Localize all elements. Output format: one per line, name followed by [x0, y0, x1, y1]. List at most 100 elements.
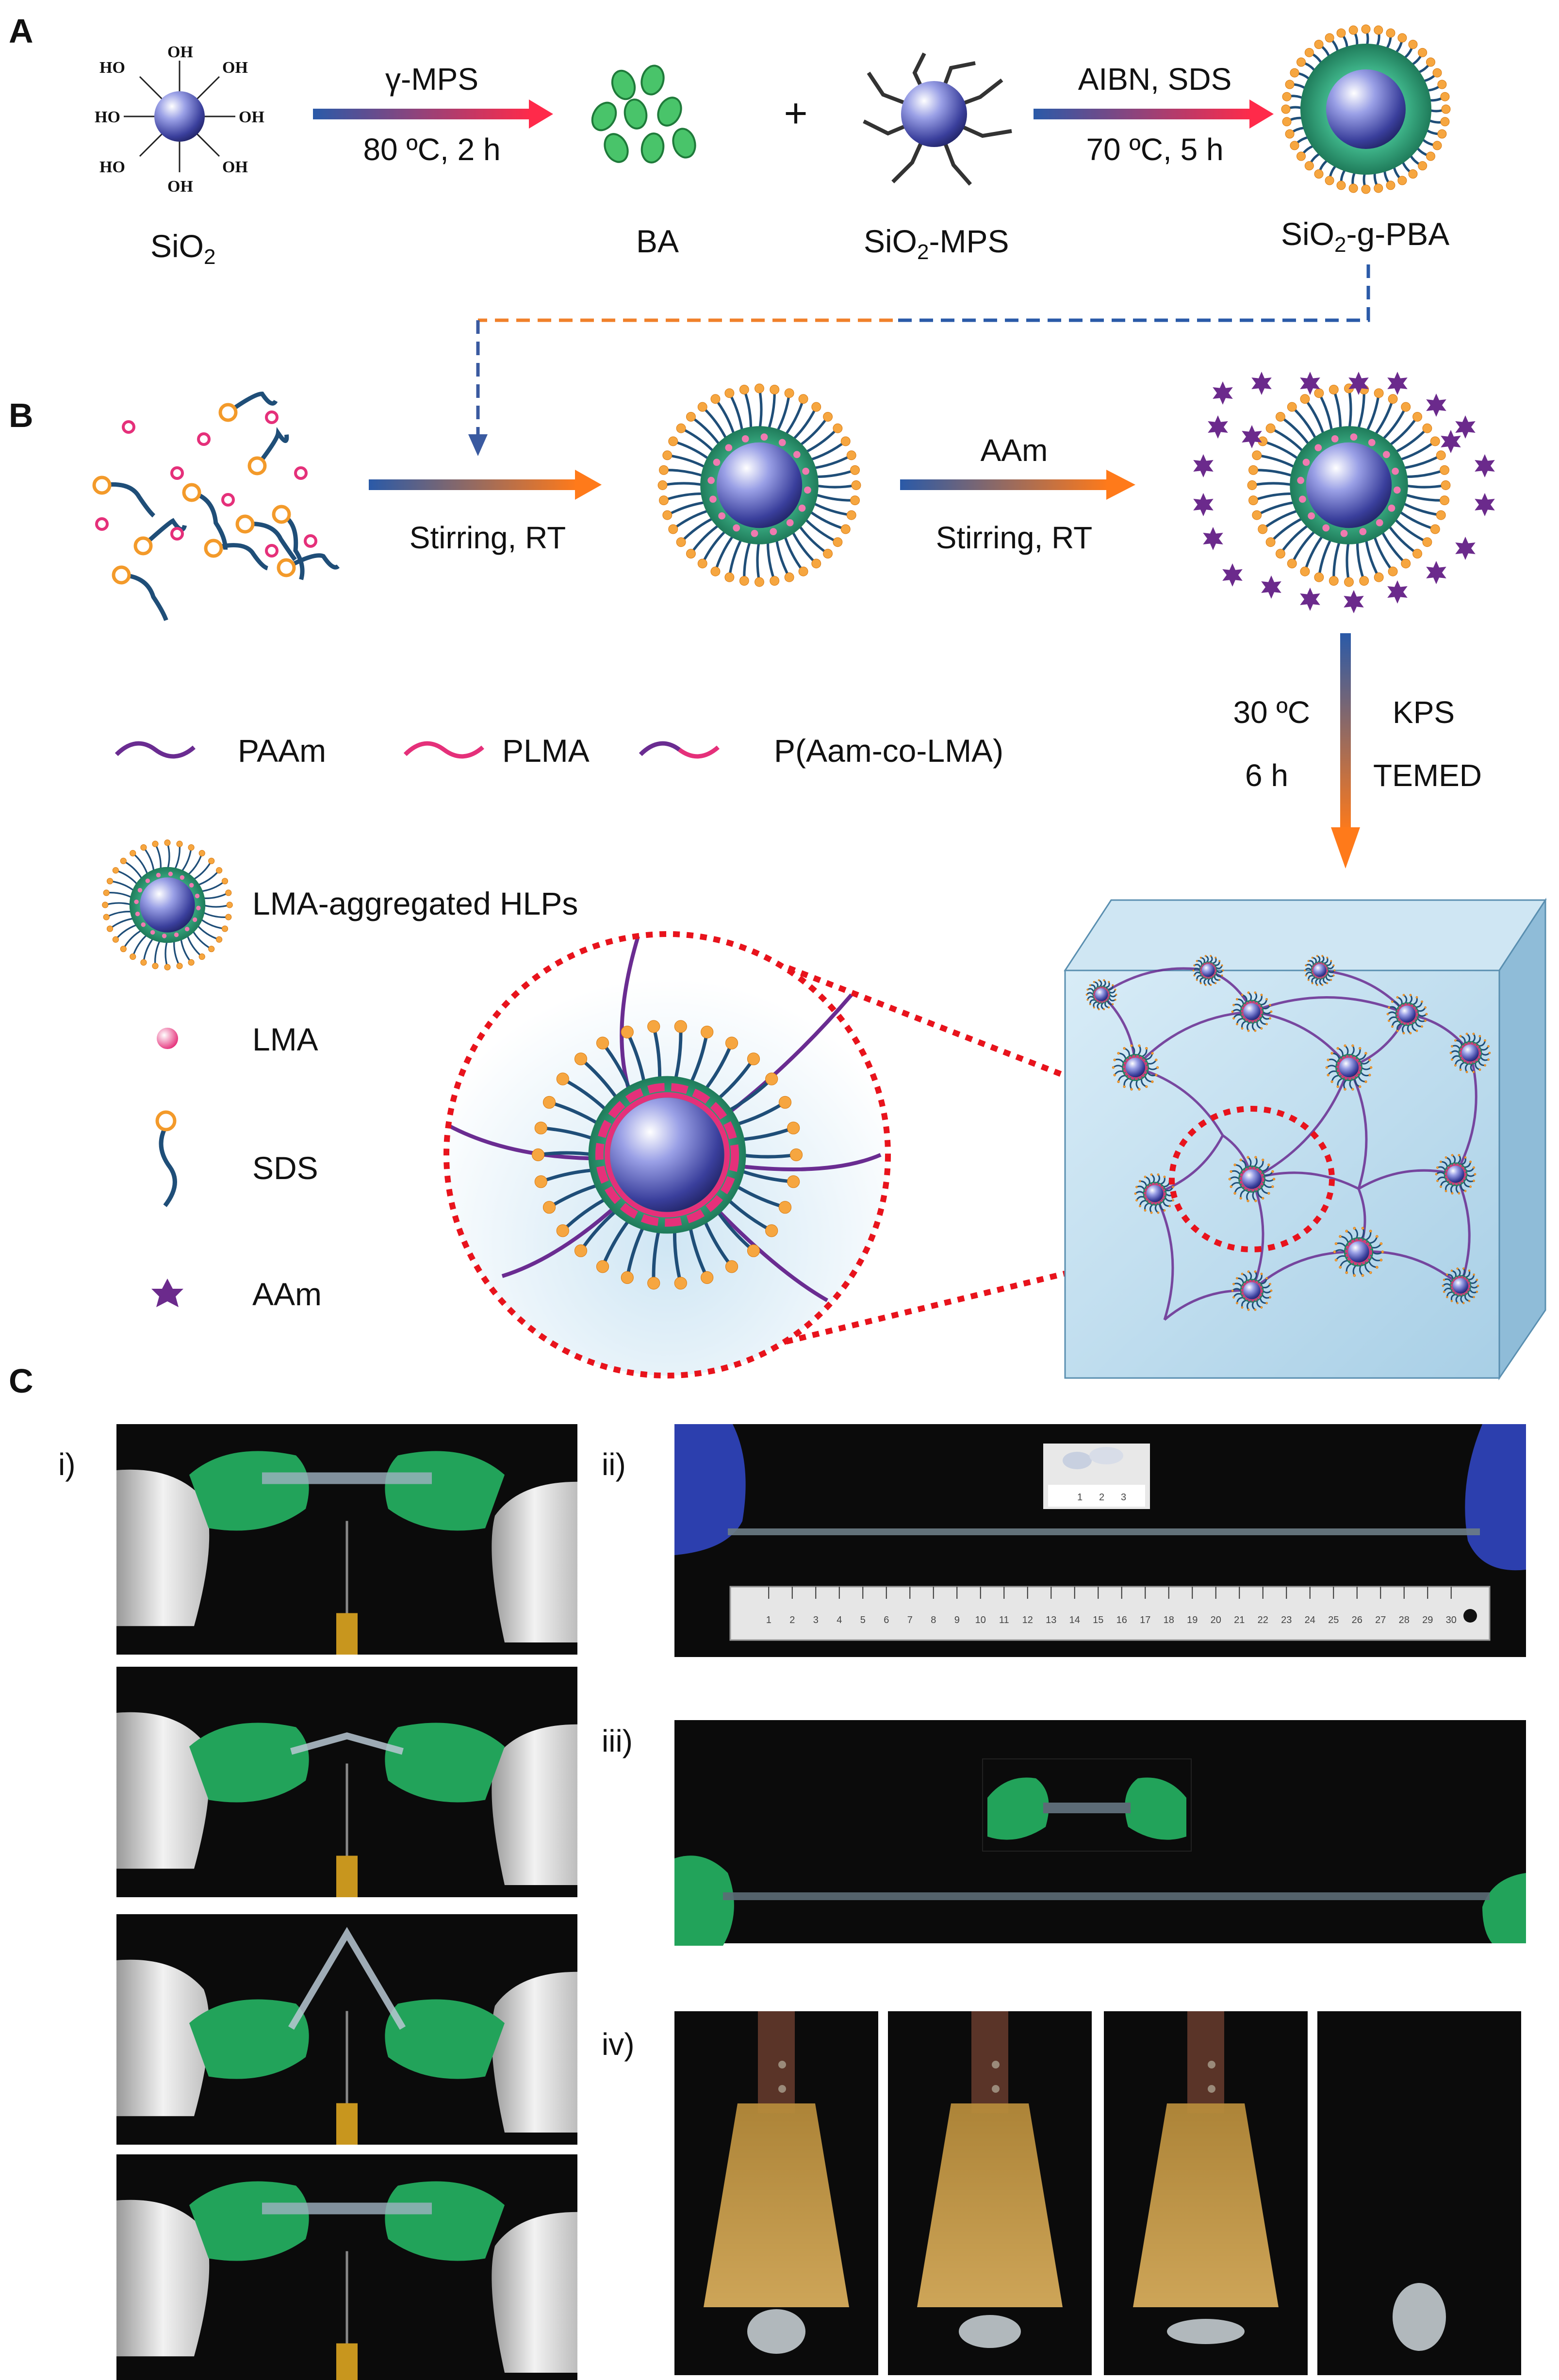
ruler-tick-label: 30 — [1446, 1615, 1457, 1625]
lma-monomer — [294, 466, 308, 480]
adhesion-photo-sequence — [674, 2011, 1521, 2375]
aam-monomer — [1475, 454, 1495, 477]
hlp-particle — [1112, 1044, 1159, 1091]
lma-monomer — [170, 466, 184, 480]
ruler-tick-label: 29 — [1422, 1615, 1433, 1625]
ba-monomer-droplets — [591, 65, 696, 164]
ruler-tick-label: 26 — [1352, 1615, 1362, 1625]
small-ruler-tick: 1 — [1077, 1492, 1083, 1503]
hlp-particle — [657, 383, 861, 587]
oh-label: OH — [167, 178, 193, 196]
arrow-graft-polymerization — [1034, 99, 1274, 129]
arrow-b2-reagent: AAm — [981, 433, 1048, 468]
polymer-chain — [1135, 1066, 1224, 1136]
aam-monomer — [1455, 537, 1476, 560]
ruler-tick-label: 4 — [837, 1615, 842, 1625]
small-ruler-tick: 2 — [1099, 1492, 1104, 1503]
hlp-particle — [657, 383, 861, 587]
polymer-chain — [1251, 1010, 1350, 1068]
subpanel-label-iii: iii) — [602, 1723, 633, 1758]
ruler-tick-label: 11 — [999, 1615, 1009, 1625]
aam-monomer — [1242, 425, 1262, 448]
polymer-chain — [1100, 967, 1209, 996]
sds-legend-swatch — [155, 1110, 177, 1207]
legend-aam: AAm — [252, 1276, 322, 1312]
hlp-particle — [1192, 955, 1224, 986]
hlp-particle — [1231, 1270, 1273, 1311]
legend-sds: SDS — [252, 1150, 318, 1186]
aam-monomer — [1344, 590, 1364, 613]
hlp-particle — [1386, 994, 1428, 1034]
ruler-tick-label: 7 — [907, 1615, 913, 1625]
panel-label-c: C — [9, 1362, 33, 1400]
ruler-tick-label: 14 — [1069, 1615, 1080, 1625]
sds-molecule — [204, 539, 269, 571]
zoom-inset — [443, 931, 1195, 1379]
aam-monomer — [1348, 372, 1369, 395]
lma-legend-swatch — [157, 1028, 178, 1049]
polymer-chain — [1358, 1169, 1456, 1190]
lma-monomer — [265, 410, 279, 424]
polymer-chain — [1134, 1010, 1252, 1068]
arrow-b1-conditions: Stirring, RT — [410, 520, 566, 555]
legend-plma: PLMA — [502, 733, 590, 769]
ruler-tick-label: 2 — [789, 1615, 795, 1625]
lma-monomer — [122, 420, 135, 434]
oh-label: OH — [167, 43, 193, 61]
legend: PAAm PLMA P(Aam-co-LMA) LMA-aggregated H… — [102, 733, 1003, 1312]
plus-sign: + — [784, 90, 807, 136]
legend-hlps: LMA-aggregated HLPs — [252, 886, 578, 921]
sio2-g-pba-label: SiO2-g-PBA — [1281, 216, 1449, 257]
dashed-connector — [476, 264, 1370, 437]
oh-label: OH — [222, 158, 248, 176]
ruler-tick-label: 19 — [1187, 1615, 1198, 1625]
aam-monomer — [1300, 588, 1320, 611]
ruler-tick-label: 5 — [860, 1615, 866, 1625]
ho-label: HO — [95, 108, 120, 126]
hlp-particle — [1231, 991, 1273, 1032]
sds-molecule — [133, 518, 187, 556]
polymer-chain — [1251, 1067, 1350, 1181]
aam-monomer — [1441, 430, 1461, 453]
aam-monomer — [1222, 563, 1243, 587]
arrow2-reagents: AIBN, SDS — [1078, 62, 1232, 97]
lma-monomer — [170, 527, 184, 541]
aam-monomer — [1251, 372, 1272, 395]
ruler-tick-label: 23 — [1281, 1615, 1292, 1625]
oh-label: OH — [239, 108, 264, 126]
stretch-photo-frame — [116, 2154, 577, 2380]
aam-legend-swatch — [151, 1279, 183, 1307]
sds-molecule — [277, 553, 340, 577]
sds-molecule — [247, 427, 289, 476]
arrow-stirring-aam — [900, 470, 1135, 500]
panel-label-a: A — [9, 12, 33, 50]
copolymer-legend-swatch — [639, 741, 681, 756]
lma-monomer — [197, 432, 211, 446]
hlp-particle — [531, 1020, 803, 1290]
ho-label: HO — [99, 158, 125, 176]
aam-monomer — [1426, 394, 1446, 417]
polymer-chain — [1251, 996, 1408, 1016]
subpanel-label-i: i) — [58, 1447, 76, 1482]
ruler-tick-label: 21 — [1234, 1615, 1245, 1625]
lma-monomer — [304, 534, 317, 548]
lma-monomer — [221, 493, 235, 507]
hydrogel-network-cube — [1064, 897, 1547, 1380]
sds-molecule — [218, 392, 278, 422]
sds-molecule — [182, 483, 228, 550]
legend-lma: LMA — [252, 1021, 318, 1057]
arrow-mps-reaction — [313, 99, 553, 129]
hlp-particle — [1085, 979, 1117, 1010]
ruler-tick-label: 13 — [1046, 1615, 1056, 1625]
ruler-tick-label: 17 — [1140, 1615, 1150, 1625]
adhesion-photo-frame — [888, 2011, 1092, 2375]
ruler-tick-label: 24 — [1305, 1615, 1315, 1625]
ruler-tick-label: 6 — [884, 1615, 889, 1625]
panel-label-b: B — [9, 396, 33, 434]
ruler-tick-label: 3 — [813, 1615, 819, 1625]
aam-monomer — [1203, 527, 1223, 550]
initiator-label: KPS — [1393, 695, 1455, 730]
ruler-tick-label: 8 — [931, 1615, 936, 1625]
aam-monomer — [1387, 580, 1408, 604]
